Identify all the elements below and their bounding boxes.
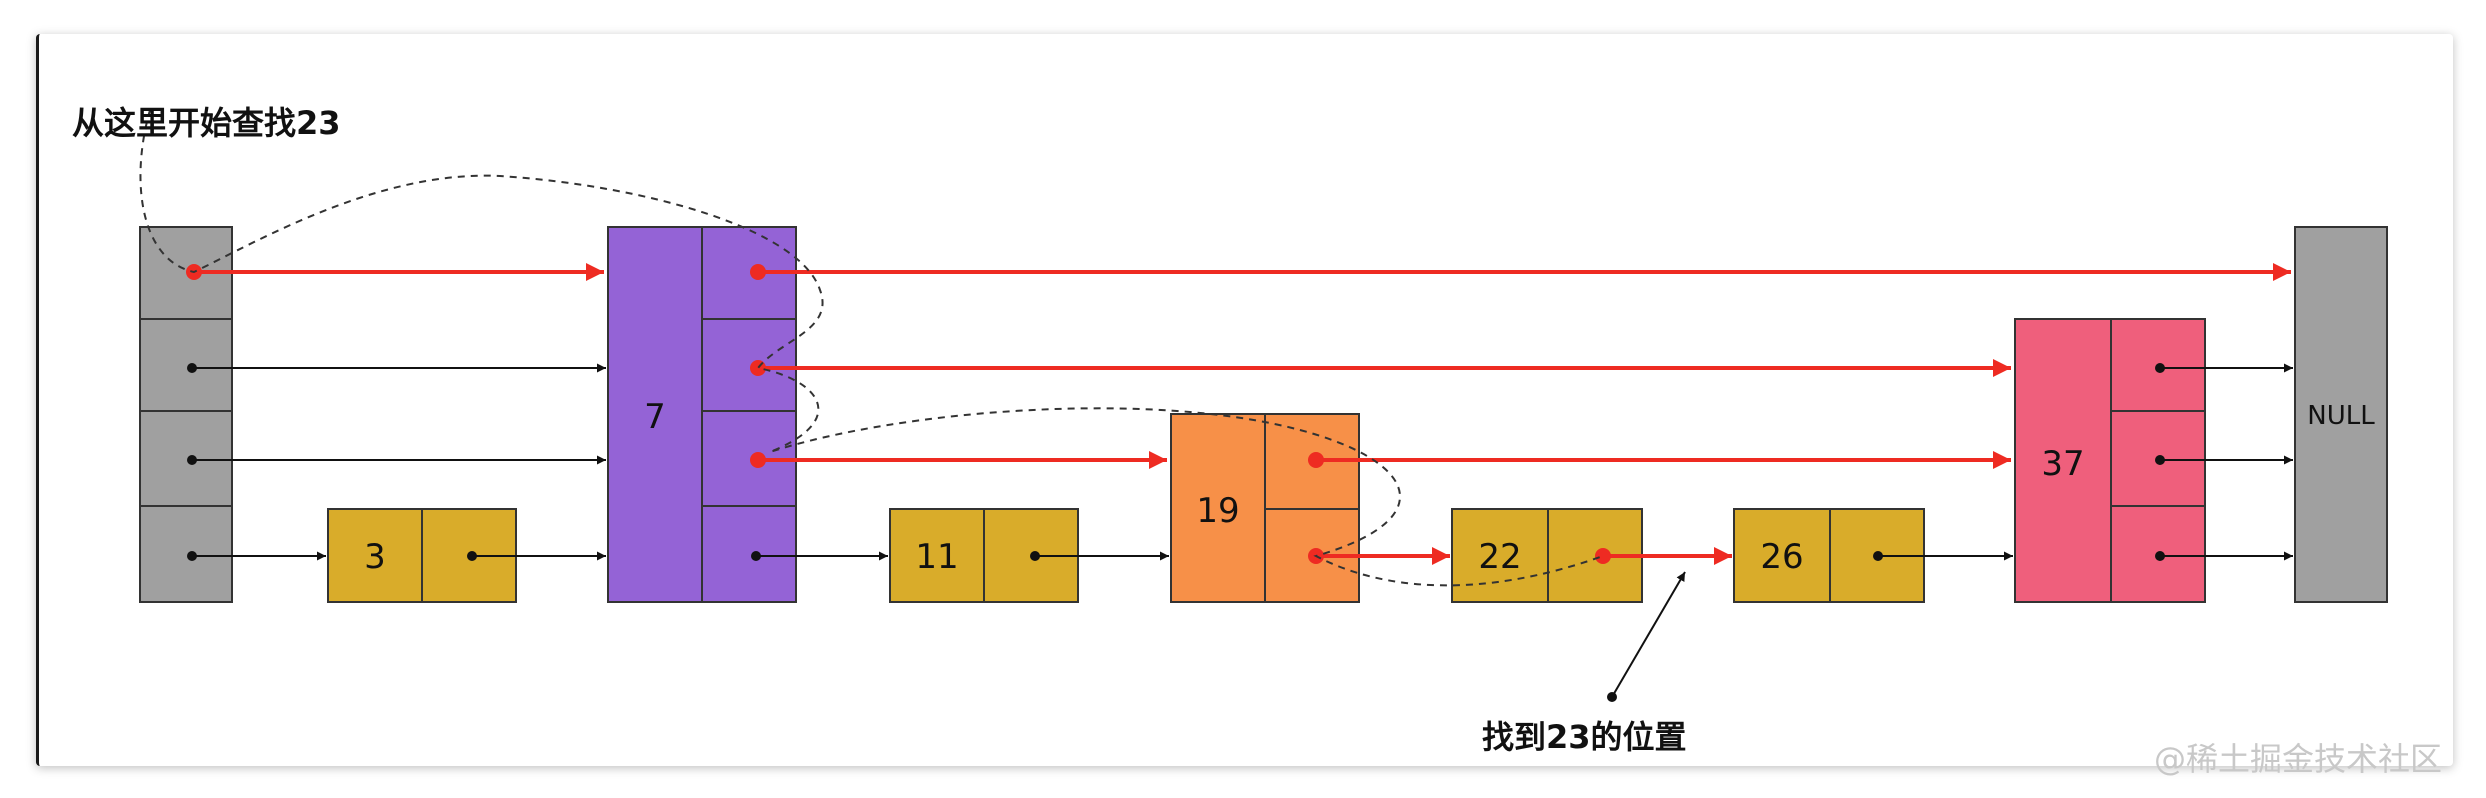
search-path-dots [186, 264, 1611, 564]
node-7-label: 7 [644, 397, 666, 437]
node-7 [607, 226, 797, 603]
start-annotation: 从这里开始查找23 [72, 104, 341, 142]
node-22 [1451, 508, 1643, 603]
node-11-label: 11 [915, 537, 958, 577]
black-links [192, 363, 2293, 561]
search-path [194, 263, 2291, 565]
node-26-label: 26 [1760, 537, 1803, 577]
node-37-label: 37 [2041, 444, 2084, 484]
black-dots [187, 363, 2165, 561]
watermark: @稀土掘金技术社区 [2154, 740, 2442, 778]
null-node [2294, 226, 2388, 603]
found-annotation: 找到23的位置 [1482, 718, 1687, 756]
node-19-label: 19 [1196, 491, 1239, 531]
node-22-label: 22 [1478, 537, 1521, 577]
node-37 [2014, 318, 2206, 603]
head-node [139, 226, 233, 603]
node-11 [889, 508, 1079, 603]
node-3-label: 3 [364, 537, 386, 577]
null-label: NULL [2307, 401, 2375, 431]
found-pointer [1607, 571, 1686, 702]
